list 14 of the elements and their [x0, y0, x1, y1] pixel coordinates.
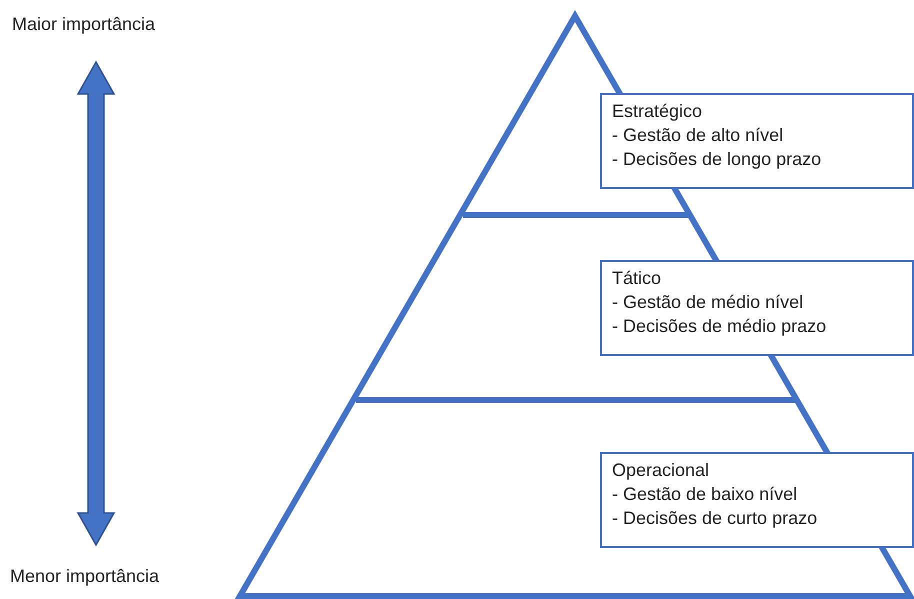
axis-label: Menor importância — [10, 566, 160, 587]
description-line: - Decisões de longo prazo — [612, 148, 822, 171]
axis-label: Maior importância — [12, 14, 156, 35]
description-line: - Decisões de curto prazo — [612, 507, 818, 530]
description-line: - Gestão de alto nível — [612, 124, 784, 147]
description-line: - Gestão de médio nível — [612, 291, 804, 314]
level-box — [600, 93, 914, 189]
description-line: - Gestão de baixo nível — [612, 483, 798, 506]
level-box — [600, 260, 914, 356]
level-title: Estratégico — [612, 100, 704, 123]
level-title: Tático — [612, 267, 662, 290]
level-box — [600, 452, 914, 548]
description-line: - Decisões de médio prazo — [612, 315, 828, 338]
level-title: Operacional — [612, 459, 710, 482]
